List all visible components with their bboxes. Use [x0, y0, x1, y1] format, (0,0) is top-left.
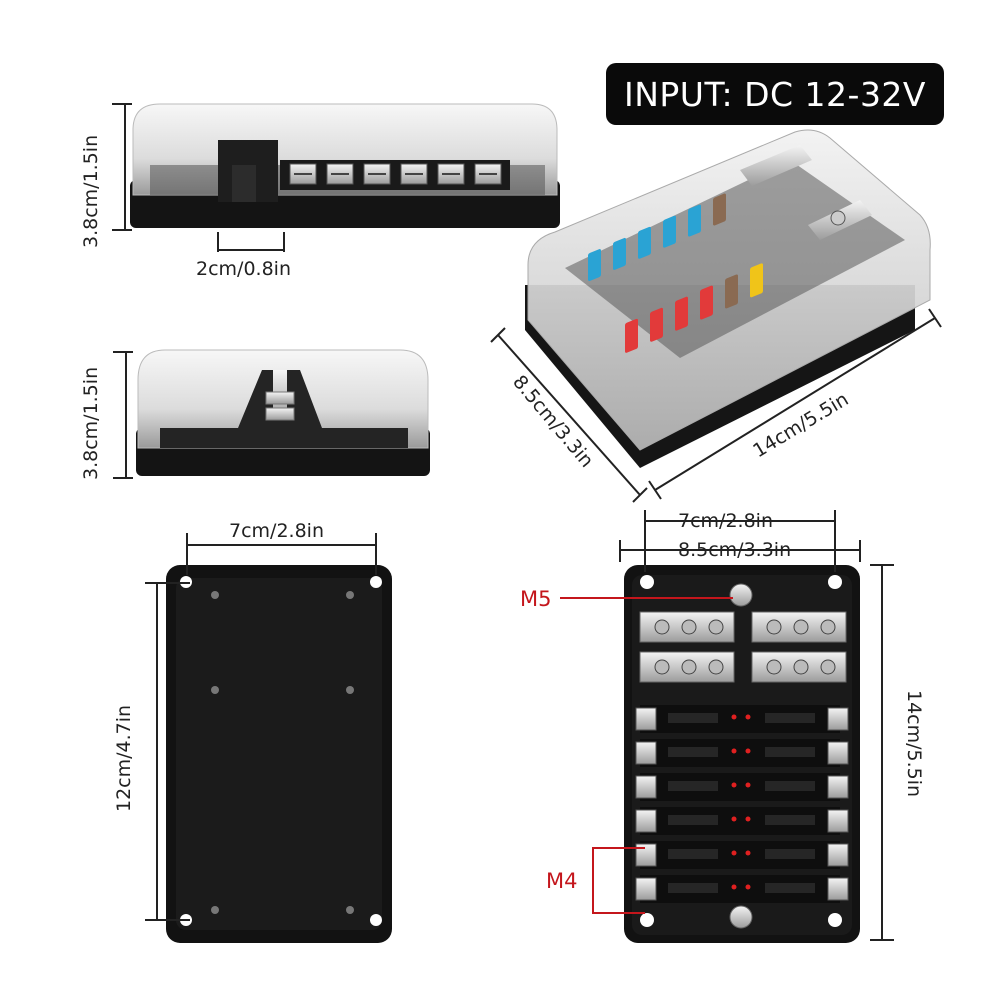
left-terminal-screw: [635, 775, 657, 799]
bottom-view: 7cm/2.8in 12cm/4.7in: [113, 520, 392, 943]
bus-screw: [820, 619, 836, 635]
m5-label: M5: [520, 587, 551, 611]
led-indicator: [745, 884, 751, 890]
left-terminal-screw: [635, 707, 657, 731]
fuse-slot: [765, 747, 815, 757]
end-view: 3.8cm/1.5in: [80, 349, 430, 480]
left-terminal-screw: [635, 843, 657, 867]
bottom-hole-length-label: 12cm/4.7in: [113, 705, 135, 812]
iso-length-dim-line: [654, 317, 936, 491]
fuse-slot: [765, 781, 815, 791]
right-terminal-screw: [827, 707, 849, 731]
input-voltage-badge: INPUT: DC 12-32V: [606, 63, 944, 125]
fuse-slot: [765, 849, 815, 859]
bus-screw: [793, 659, 809, 675]
iso-fuse: [663, 215, 676, 248]
fuse-slot: [668, 849, 718, 859]
right-terminal-screw: [827, 877, 849, 901]
led-indicator: [731, 816, 737, 822]
side-terminal-strip: [218, 140, 510, 202]
m5-stud: [729, 583, 753, 607]
screw-head: [211, 906, 219, 914]
fuse-slot: [668, 883, 718, 893]
m4-label: M4: [546, 869, 577, 893]
screw-head: [211, 591, 219, 599]
led-indicator: [731, 714, 737, 720]
top-hole-spacing-label: 7cm/2.8in: [678, 510, 773, 532]
screw-head: [346, 591, 354, 599]
fuse-slot: [668, 781, 718, 791]
iso-fuse: [750, 263, 763, 298]
led-indicator: [731, 748, 737, 754]
bus-screw: [708, 659, 724, 675]
iso-depth-dim-line: [497, 334, 641, 496]
led-indicator: [745, 748, 751, 754]
top-length-label: 14cm/5.5in: [903, 690, 925, 797]
led-indicator: [745, 816, 751, 822]
led-indicator: [745, 782, 751, 788]
bus-screw: [793, 619, 809, 635]
bus-screw: [681, 619, 697, 635]
end-view-stud: [265, 370, 295, 421]
left-terminal-screw: [635, 877, 657, 901]
side-view: 3.8cm/1.5in 2cm/0.8in: [80, 103, 560, 280]
screw-head: [211, 686, 219, 694]
led-indicator: [731, 850, 737, 856]
fuse-slot: [668, 815, 718, 825]
iso-fuse: [713, 193, 726, 226]
terminal-width-label: 2cm/0.8in: [196, 258, 291, 280]
m4-callout-bracket: [592, 847, 645, 914]
top-view: 7cm/2.8in 8.5cm/3.3in 14cm/5.5in M5 M4: [520, 510, 925, 943]
fuse-slot: [668, 747, 718, 757]
mounting-hole: [370, 914, 382, 926]
fuse-slot: [765, 713, 815, 723]
iso-bus-bars: [740, 145, 872, 240]
led-indicator: [745, 714, 751, 720]
right-terminal-screw: [827, 843, 849, 867]
iso-fuse-array: [588, 193, 763, 353]
side-height-label: 3.8cm/1.5in: [80, 135, 102, 248]
screw-head: [346, 906, 354, 914]
iso-fuse: [625, 318, 638, 353]
left-terminal-screw: [635, 741, 657, 765]
iso-fuse: [613, 237, 626, 270]
left-terminal-screw: [635, 809, 657, 833]
right-terminal-screw: [827, 775, 849, 799]
bus-screw: [681, 659, 697, 675]
mounting-hole: [370, 576, 382, 588]
right-terminal-screw: [827, 741, 849, 765]
bus-screw: [820, 659, 836, 675]
bottom-stud: [729, 905, 753, 929]
led-indicator: [745, 850, 751, 856]
bus-screw: [766, 619, 782, 635]
right-terminal-screw: [827, 809, 849, 833]
iso-fuse: [725, 274, 738, 309]
bus-screw: [654, 659, 670, 675]
bus-screw: [654, 619, 670, 635]
iso-fuse: [588, 249, 601, 281]
led-indicator: [731, 884, 737, 890]
bottom-hole-spacing-label: 7cm/2.8in: [229, 520, 324, 542]
iso-fuse: [638, 226, 651, 259]
bus-screw: [708, 619, 724, 635]
iso-fuse: [675, 296, 688, 331]
top-width-label: 8.5cm/3.3in: [678, 539, 791, 561]
screw-head: [346, 686, 354, 694]
fuse-slot: [765, 883, 815, 893]
end-height-label: 3.8cm/1.5in: [80, 367, 102, 480]
fuse-slot: [668, 713, 718, 723]
iso-fuse: [650, 307, 663, 342]
iso-fuse: [700, 285, 713, 320]
top-bus-bars: [639, 611, 847, 683]
bus-screw: [766, 659, 782, 675]
iso-fuse: [688, 204, 701, 237]
led-indicator: [731, 782, 737, 788]
top-fuse-rows: [635, 705, 849, 903]
fuse-slot: [765, 815, 815, 825]
input-voltage-text: INPUT: DC 12-32V: [623, 74, 927, 114]
